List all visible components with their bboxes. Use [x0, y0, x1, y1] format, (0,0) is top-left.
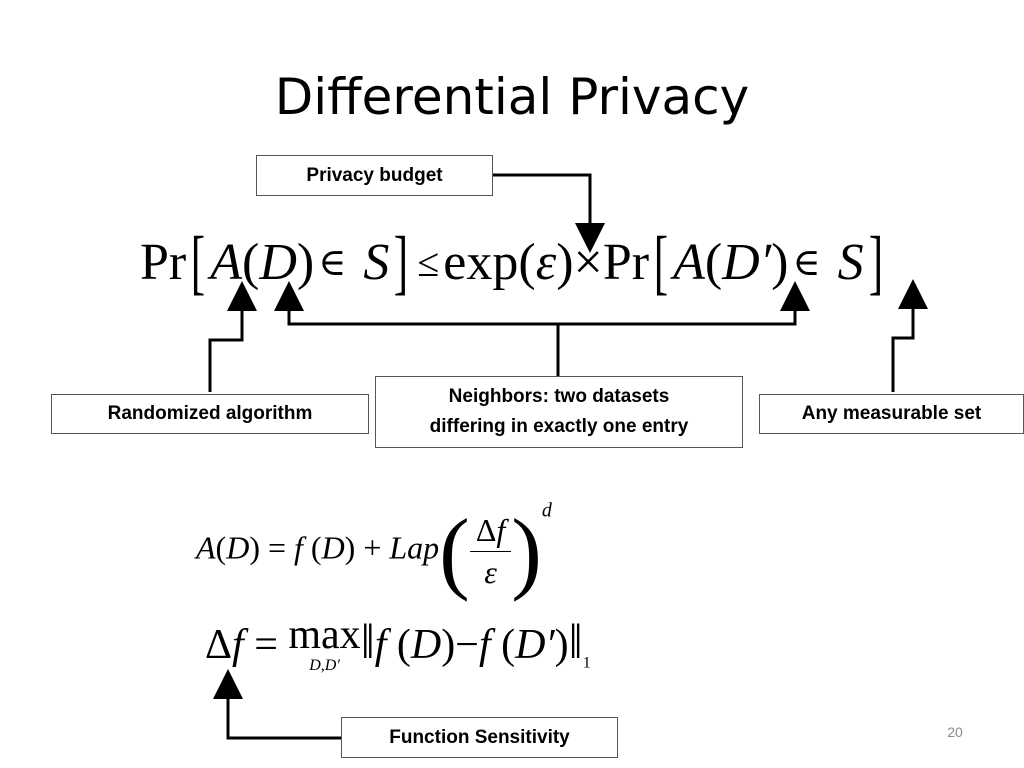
page-number: 20: [947, 724, 963, 740]
neighbors-label: Neighbors: two datasets differing in exa…: [375, 376, 743, 448]
arrow-randomized-algorithm: [208, 281, 257, 392]
arrow-function-sensitivity: [213, 669, 341, 740]
privacy-budget-label: Privacy budget: [256, 155, 493, 196]
neighbors-label-line1: Neighbors: two datasets: [448, 386, 670, 407]
function-sensitivity-label: Function Sensitivity: [341, 717, 618, 758]
dp-definition-equation: Pr[A(D)∈ S]≤exp(ε)×Pr[A(D′)∈ S]: [140, 222, 883, 302]
arrow-privacy-budget: [493, 173, 605, 253]
slide-title: Differential Privacy: [274, 68, 750, 126]
neighbors-label-line2: differing in exactly one entry: [429, 416, 689, 437]
randomized-algorithm-label: Randomized algorithm: [51, 394, 369, 434]
measurable-set-label: Any measurable set: [759, 394, 1024, 434]
arrow-measurable-set: [891, 279, 928, 392]
